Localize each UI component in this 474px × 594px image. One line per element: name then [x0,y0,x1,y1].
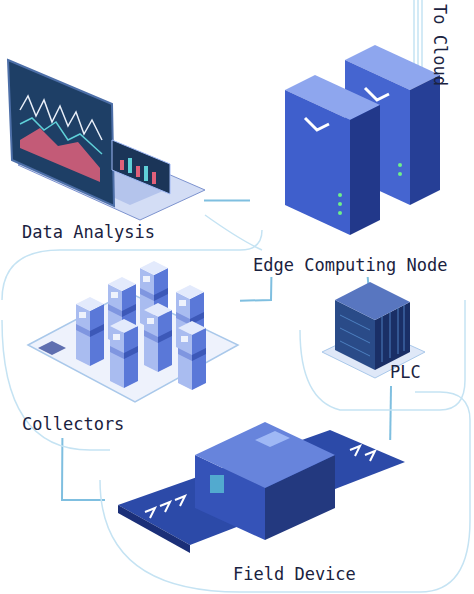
status-led [338,193,342,197]
node-box: Data Analysis [4,58,204,248]
edge-device-illustration [285,45,440,235]
device-side [410,75,440,205]
wire-connector [240,277,271,301]
plc-top [335,282,410,320]
machine-panel [255,431,290,447]
node-box: PLC [325,288,457,386]
node-label: Collectors [22,414,222,434]
device-side [350,105,380,235]
wire-loop [205,215,262,250]
tablet-bar [144,166,148,181]
chevron [175,496,185,506]
status-led [338,202,342,206]
tablet-bar [152,172,156,184]
chip [38,341,66,355]
device-logo [305,118,329,130]
node-label: Data Analysis [22,222,202,242]
chevron [145,508,155,518]
machine-window [210,475,224,493]
laptop-screen [8,60,114,206]
status-led [398,163,402,167]
collector-unit [178,321,206,390]
tablet-bar [120,160,124,170]
plc-grid [340,315,370,356]
status-led [398,172,402,176]
wire-connector [204,199,250,201]
node-box: Field Device [105,440,415,590]
tablet [112,140,170,194]
chevron [365,451,375,461]
laptop-illustration [8,60,205,220]
node-label: Field Device [233,564,413,584]
chart-area [20,128,100,182]
chevron [160,502,170,512]
chart-line [20,118,102,154]
collector-unit [76,297,104,366]
device-front [285,90,350,235]
cloud-label: To Cloud [430,4,450,86]
conveyor-edge [118,505,190,553]
field-device-illustration [118,422,405,553]
collectors-illustration [28,261,238,402]
node-box: Collectors [18,262,240,438]
status-led [338,211,342,215]
plc-grid [382,305,404,362]
wire-loop [300,300,465,410]
node-label: PLC [390,362,456,382]
wire-connector [389,386,392,440]
collector-unit [110,319,138,388]
chevron [350,446,360,456]
tablet-bar [136,166,140,177]
tablet-bar [128,158,132,173]
wire-loop [100,392,470,592]
device-logo [365,88,389,100]
cloud-cable [421,0,423,78]
node-label: Edge Computing Node [253,255,464,275]
collector-unit [144,303,172,372]
